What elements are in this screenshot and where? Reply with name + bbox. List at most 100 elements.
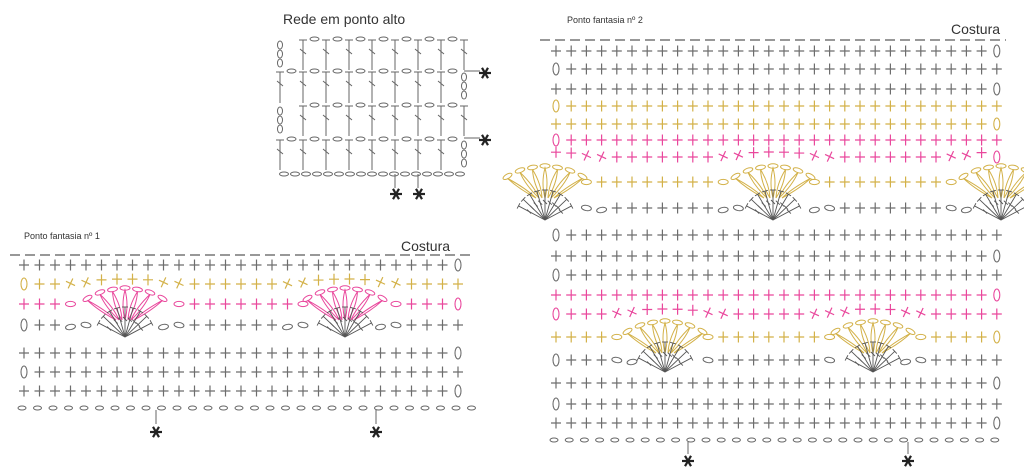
chain-stitch: [332, 68, 343, 74]
single-crochet-stitch: [839, 63, 850, 75]
dc-slash: [322, 114, 330, 121]
single-crochet-stitch: [718, 63, 729, 75]
chain-stitch: [296, 405, 306, 411]
single-crochet-stitch: [158, 366, 169, 378]
chain-stitch: [900, 358, 912, 366]
chain-stitch: [444, 171, 454, 177]
double-crochet-stitch: [345, 139, 353, 170]
turning-chain: [20, 318, 28, 332]
single-crochet-stitch: [703, 151, 713, 163]
single-crochet-stitch: [763, 269, 774, 281]
single-crochet-stitch: [794, 398, 805, 410]
single-crochet-stitch: [885, 229, 896, 241]
chain-stitch: [250, 405, 259, 411]
single-crochet-stitch: [313, 259, 324, 271]
double-crochet-stitch: [391, 39, 399, 70]
single-crochet-stitch: [596, 229, 607, 241]
single-crochet-stitch: [581, 100, 592, 112]
single-crochet-stitch: [748, 354, 759, 366]
turning-chain: [993, 44, 1001, 58]
single-crochet-stitch: [422, 319, 432, 331]
chain-stitch: [626, 358, 638, 366]
single-crochet-stitch: [189, 319, 200, 331]
single-crochet-stitch: [779, 308, 789, 320]
single-crochet-stitch: [794, 331, 805, 343]
turning-chain: [552, 62, 560, 76]
fan-stitch-slash: [857, 357, 863, 362]
single-crochet-stitch: [627, 398, 637, 410]
single-crochet-stitch: [748, 63, 759, 75]
single-crochet-stitch: [687, 304, 698, 316]
single-crochet-stitch: [329, 259, 339, 271]
chain-stitch: [345, 171, 355, 177]
fan-stitch-slash: [542, 199, 548, 205]
single-crochet-stitch: [824, 289, 835, 301]
single-crochet-stitch: [251, 319, 262, 331]
chain-stitch: [420, 405, 430, 411]
fan-chain: [577, 172, 588, 180]
fan-chain: [684, 322, 696, 329]
chain-stitch: [686, 437, 696, 443]
single-crochet-stitch: [205, 298, 215, 310]
chain-stitch: [424, 36, 435, 42]
chain-stitch: [378, 36, 389, 42]
single-crochet-stitch: [50, 278, 60, 290]
single-crochet-stitch: [581, 150, 592, 161]
fan-stitch-top: [636, 355, 641, 361]
single-crochet-stitch: [220, 385, 231, 397]
single-crochet-stitch: [220, 259, 231, 271]
chain-stitch: [424, 136, 435, 142]
dc-slash: [299, 148, 307, 155]
single-crochet-stitch: [748, 289, 759, 301]
single-crochet-stitch: [794, 100, 805, 112]
double-crochet-stitch: [391, 139, 399, 170]
single-crochet-stitch: [687, 289, 698, 301]
fan-chain: [314, 289, 326, 296]
fan-stitch-slash: [109, 322, 115, 327]
single-crochet-stitch: [596, 118, 607, 130]
single-crochet-stitch: [19, 259, 29, 271]
asterisk-stroke: [372, 426, 380, 438]
dc-slash: [414, 148, 422, 155]
single-crochet-stitch: [885, 83, 896, 95]
single-crochet-stitch: [718, 118, 729, 130]
single-crochet-stitch: [611, 269, 622, 281]
single-crochet-stitch: [703, 100, 713, 112]
dc-slash: [345, 80, 353, 87]
single-crochet-stitch: [794, 308, 805, 320]
single-crochet-stitch: [267, 319, 277, 331]
single-crochet-stitch: [282, 259, 293, 271]
fan-stitch: [864, 342, 874, 373]
single-crochet-stitch: [127, 366, 138, 378]
single-crochet-stitch: [627, 63, 637, 75]
single-crochet-stitch: [611, 176, 622, 188]
single-crochet-stitch: [65, 278, 76, 289]
single-crochet-stitch: [703, 118, 713, 130]
single-crochet-stitch: [329, 273, 339, 285]
single-crochet-stitch: [298, 366, 308, 378]
single-crochet-stitch: [566, 308, 577, 320]
fan-chain: [144, 289, 156, 296]
single-crochet-stitch: [50, 298, 60, 310]
single-crochet-stitch: [687, 202, 698, 214]
repeat-asterisk-icon: [390, 188, 402, 200]
single-crochet-stitch: [329, 366, 339, 378]
turning-chain: [993, 416, 1001, 430]
chain-stitch: [309, 68, 320, 74]
fan-stitch-slash: [783, 205, 789, 210]
single-crochet-stitch: [581, 63, 592, 75]
chain-stitch: [975, 437, 985, 443]
turning-chain: [461, 72, 467, 82]
single-crochet-stitch: [916, 307, 926, 319]
single-crochet-stitch: [158, 259, 169, 271]
single-crochet-stitch: [703, 83, 713, 95]
double-crochet-stitch: [345, 71, 353, 103]
single-crochet-stitch: [642, 377, 653, 389]
single-crochet-stitch: [718, 229, 729, 241]
single-crochet-stitch: [611, 83, 622, 95]
dc-slash: [368, 48, 376, 55]
fan-chain: [132, 286, 143, 293]
single-crochet-stitch: [220, 298, 231, 310]
single-crochet-stitch: [236, 278, 246, 290]
fan-stitch-slash: [127, 317, 133, 322]
